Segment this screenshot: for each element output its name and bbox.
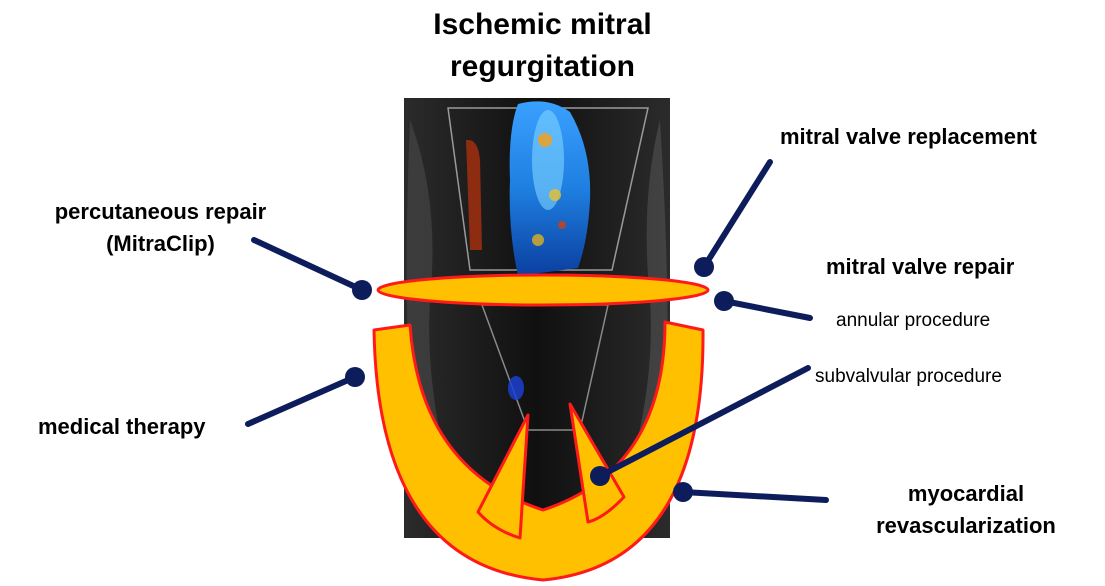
percutaneous-line-1: percutaneous repair (8, 196, 313, 228)
jet-hotspot (549, 189, 561, 201)
percutaneous-line-2: (MitraClip) (8, 228, 313, 260)
pointer-dot-medical (345, 367, 365, 387)
pointer-dot-annular (714, 291, 734, 311)
pointer-dot-replacement (694, 257, 714, 277)
pointer-annular (724, 301, 810, 318)
myocardial-line-1: myocardial (858, 478, 1074, 510)
title-line-2: regurgitation (410, 46, 675, 88)
label-annular-procedure: annular procedure (836, 310, 990, 332)
pointer-medical (248, 377, 355, 424)
diagram-title: Ischemic mitral regurgitation (410, 4, 675, 88)
label-valve-repair: mitral valve repair (826, 254, 1014, 280)
pointer-dot-percutaneous (352, 280, 372, 300)
pointer-dot-myocardial (673, 482, 693, 502)
label-myocardial-revascularization: myocardial revascularization (858, 478, 1074, 542)
label-percutaneous-repair: percutaneous repair (MitraClip) (8, 196, 313, 260)
label-subvalvular-procedure: subvalvular procedure (815, 366, 1002, 388)
label-medical-therapy: medical therapy (38, 414, 206, 440)
myocardial-line-2: revascularization (858, 510, 1074, 542)
jet-hotspot (538, 133, 552, 147)
jet-hotspot (558, 221, 566, 229)
jet-hotspot (532, 234, 544, 246)
title-line-1: Ischemic mitral (410, 4, 675, 46)
mitral-annulus (378, 275, 708, 305)
pointer-replacement (704, 162, 770, 267)
label-valve-replacement: mitral valve replacement (780, 124, 1037, 150)
lower-flow (508, 376, 524, 400)
pointer-myocardial (683, 492, 826, 500)
pointer-dot-subvalvular (590, 466, 610, 486)
